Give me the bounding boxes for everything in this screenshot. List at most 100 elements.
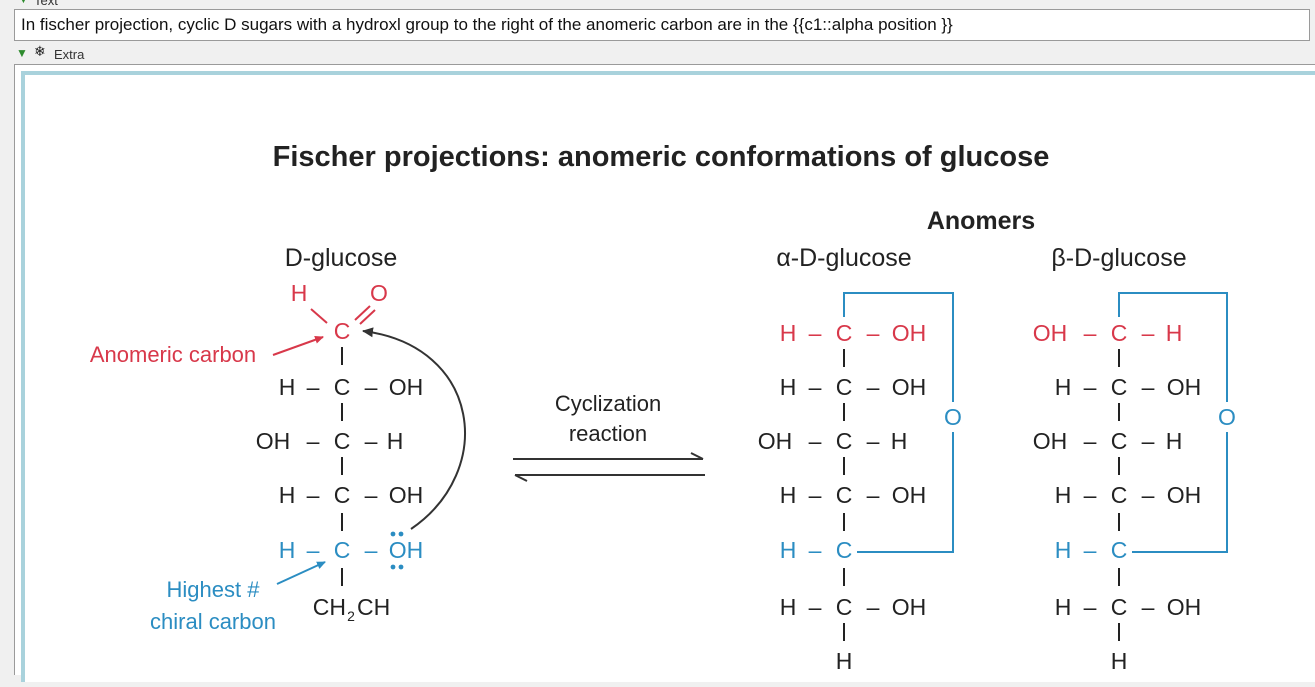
forward-arrow xyxy=(513,452,704,460)
extra-field-header: ▼ ❄ Extra xyxy=(16,43,1315,62)
triangle-down-icon[interactable]: ▼ xyxy=(18,0,29,6)
alpha-row-6-dash-left: – xyxy=(809,594,822,620)
figure-title: Fischer projections: anomeric conformati… xyxy=(273,141,1050,173)
beta-row-3-h: H xyxy=(1166,428,1183,454)
beta-row-1-h: H xyxy=(1166,320,1183,346)
row-1-dash-right: – xyxy=(365,374,378,400)
alpha-row-5-dash-left: – xyxy=(809,537,822,563)
beta-row-1-dash-left: – xyxy=(1084,320,1097,346)
text-field-header: ▼ Text xyxy=(0,0,1315,10)
aldehyde-h: H xyxy=(291,280,308,306)
alpha-row-3-h: H xyxy=(891,428,908,454)
alpha-row-6-c: C xyxy=(836,594,853,620)
beta-row-3-oh: OH xyxy=(1033,428,1068,454)
beta-row-4-dash-right: – xyxy=(1142,482,1155,508)
aldehyde-h-bond xyxy=(310,308,328,324)
triangle-down-icon[interactable]: ▼ xyxy=(16,46,28,60)
row-3-dash-right: – xyxy=(365,482,378,508)
row-2-dash-left: – xyxy=(307,428,320,454)
alpha-row-4-dash-right: – xyxy=(867,482,880,508)
lone-pair-dot xyxy=(398,531,404,537)
beta-row-4-oh: OH xyxy=(1167,482,1202,508)
beta-row-6-dash-right: – xyxy=(1142,594,1155,620)
beta-row-4-h: H xyxy=(1055,482,1072,508)
beta-row-1-c: C xyxy=(1111,320,1128,346)
beta-row-6-c: C xyxy=(1111,594,1128,620)
alpha-row-1-dash-right: – xyxy=(867,320,880,346)
highest-chiral-label-2: chiral carbon xyxy=(150,609,276,634)
alpha-row-3-dash-left: – xyxy=(809,428,822,454)
beta-row-1-oh: OH xyxy=(1033,320,1068,346)
beta-ring-bracket xyxy=(1118,292,1228,553)
alpha-row-2-c: C xyxy=(836,374,853,400)
beta-row-5-h: H xyxy=(1055,537,1072,563)
beta-row-2-h: H xyxy=(1055,374,1072,400)
d-glucose-structure: H O C H – C – OH OH – C – H H – xyxy=(256,280,424,624)
beta-row-4-c: C xyxy=(1111,482,1128,508)
lone-pair-dot xyxy=(390,564,396,570)
lone-pair-dot xyxy=(390,531,396,537)
beta-row-6-oh: OH xyxy=(1167,594,1202,620)
anomeric-c: C xyxy=(334,318,351,344)
row-2-h: H xyxy=(387,428,404,454)
alpha-d-glucose-label: α-D-glucose xyxy=(776,244,911,272)
ch2-subscript: 2 xyxy=(347,608,355,624)
ch2-left: CH xyxy=(313,594,346,620)
alpha-row-6-h: H xyxy=(780,594,797,620)
row-4-oh: OH xyxy=(389,537,424,563)
alpha-row-1-dash-left: – xyxy=(809,320,822,346)
reverse-arrow xyxy=(514,474,705,482)
alpha-row-5-h: H xyxy=(780,537,797,563)
alpha-row-1-c: C xyxy=(836,320,853,346)
beta-ring-oxygen: O xyxy=(1218,404,1236,430)
alpha-row-4-dash-left: – xyxy=(809,482,822,508)
beta-row-3-c: C xyxy=(1111,428,1128,454)
alpha-ring-bracket xyxy=(843,292,954,553)
alpha-row-3-oh: OH xyxy=(758,428,793,454)
fischer-projection-figure: Fischer projections: anomeric conformati… xyxy=(90,141,1236,674)
text-field[interactable]: In fischer projection, cyclic D sugars w… xyxy=(14,9,1310,41)
row-1-dash-left: – xyxy=(307,374,320,400)
alpha-d-glucose-structure: H – C – OH H – C – OH OH – C – H H xyxy=(758,292,962,674)
beta-bottom-h: H xyxy=(1111,648,1128,674)
beta-d-glucose-structure: OH – C – H H – C – OH OH – C – H H xyxy=(1033,292,1236,674)
beta-row-5-c: C xyxy=(1111,537,1128,563)
alpha-bottom-h: H xyxy=(836,648,853,674)
alpha-row-1-h: H xyxy=(780,320,797,346)
row-1-h: H xyxy=(279,374,296,400)
row-3-h: H xyxy=(279,482,296,508)
aldehyde-o-bond-2 xyxy=(359,309,376,325)
lone-pair-dot xyxy=(398,564,404,570)
snowflake-icon[interactable]: ❄ xyxy=(34,43,46,59)
anomeric-carbon-arrow xyxy=(272,335,324,356)
row-4-h: H xyxy=(279,537,296,563)
row-2-dash-right: – xyxy=(365,428,378,454)
beta-row-2-dash-right: – xyxy=(1142,374,1155,400)
alpha-row-4-oh: OH xyxy=(892,482,927,508)
alpha-row-2-dash-left: – xyxy=(809,374,822,400)
alpha-row-4-h: H xyxy=(780,482,797,508)
extra-field[interactable]: Fischer projections: anomeric conformati… xyxy=(14,64,1315,682)
alpha-row-5-c: C xyxy=(836,537,853,563)
beta-row-6-h: H xyxy=(1055,594,1072,620)
row-3-dash-left: – xyxy=(307,482,320,508)
anomeric-carbon-label: Anomeric carbon xyxy=(90,342,256,367)
highest-chiral-label-1: Highest # xyxy=(167,577,261,602)
beta-row-4-dash-left: – xyxy=(1084,482,1097,508)
beta-row-2-c: C xyxy=(1111,374,1128,400)
alpha-row-2-dash-right: – xyxy=(867,374,880,400)
beta-row-1-dash-right: – xyxy=(1142,320,1155,346)
alpha-row-6-dash-right: – xyxy=(867,594,880,620)
extra-field-label: Extra xyxy=(54,47,85,62)
alpha-row-6-oh: OH xyxy=(892,594,927,620)
row-1-c: C xyxy=(334,374,351,400)
beta-row-3-dash-left: – xyxy=(1084,428,1097,454)
row-2-c: C xyxy=(334,428,351,454)
beta-row-2-oh: OH xyxy=(1167,374,1202,400)
cyclization-curved-arrow xyxy=(362,327,466,530)
beta-row-5-dash-left: – xyxy=(1084,537,1097,563)
beta-row-3-dash-right: – xyxy=(1142,428,1155,454)
highest-chiral-arrow xyxy=(276,561,326,585)
reaction-label-2: reaction xyxy=(569,421,647,446)
row-3-c: C xyxy=(334,482,351,508)
